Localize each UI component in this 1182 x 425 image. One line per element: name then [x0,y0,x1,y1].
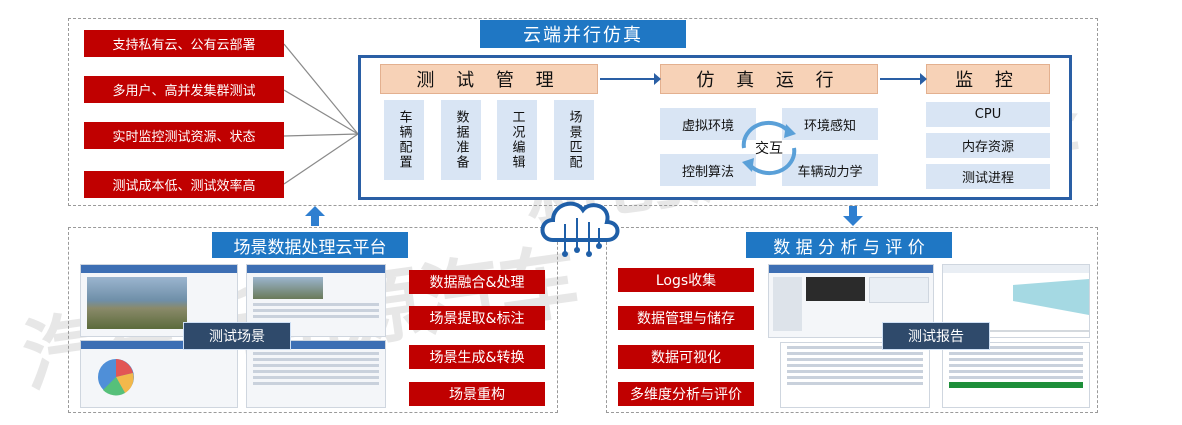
analysis-item: 多维度分析与评价 [618,382,754,406]
interaction-label: 交互 [755,141,783,157]
sim-run-item: 控制算法 [660,154,756,186]
feature-item: 多用户、高并发集群测试 [84,76,284,103]
feature-item: 实时监控测试资源、状态 [84,122,284,149]
arrow-down-icon [843,206,863,226]
report-screenshot [780,342,930,408]
scene-screenshot [80,264,238,337]
test-mgmt-item: 车辆配置 [384,100,424,180]
test-report-label: 测试报告 [882,322,990,350]
analysis-item: Logs收集 [618,268,754,292]
sim-run-item: 环境感知 [782,108,878,140]
scene-screenshot [80,340,238,408]
feature-connectors [284,43,359,185]
arrow-right-icon [600,73,661,85]
test-scene-label: 测试场景 [183,322,291,350]
test-mgmt-header: 测 试 管 理 [380,64,598,94]
arrow-right-icon [880,73,927,85]
monitor-item: CPU [926,102,1050,127]
test-mgmt-item: 场景匹配 [554,100,594,180]
data-analysis-title: 数 据 分 析 与 评 价 [746,232,952,258]
cloud-sim-title: 云端并行仿真 [480,20,686,48]
scene-data-item: 场景提取&标注 [409,306,545,330]
cloud-sim-panel [68,18,1098,206]
test-mgmt-item: 数据准备 [441,100,481,180]
scene-data-item: 数据融合&处理 [409,270,545,294]
scene-data-item: 场景生成&转换 [409,345,545,369]
scene-data-panel [68,227,558,413]
sim-run-item: 虚拟环境 [660,108,756,140]
cycle-icon [741,120,797,176]
data-analysis-panel [606,227,1098,413]
feature-item: 支持私有云、公有云部署 [84,30,284,57]
scene-data-title: 场景数据处理云平台 [212,232,408,258]
scene-data-item: 场景重构 [409,382,545,406]
cloud-network-icon [540,201,620,257]
monitor-item: 内存资源 [926,133,1050,158]
monitor-header: 监 控 [926,64,1050,94]
scene-screenshot [246,340,386,408]
scene-screenshot [246,264,386,337]
sim-run-header: 仿 真 运 行 [660,64,878,94]
analysis-item: 数据管理与储存 [618,306,754,330]
monitor-item: 测试进程 [926,164,1050,189]
test-mgmt-item: 工况编辑 [497,100,537,180]
sim-run-item: 车辆动力学 [782,154,878,186]
analysis-item: 数据可视化 [618,345,754,369]
report-screenshot [942,342,1090,408]
arrow-up-icon [305,206,325,226]
feature-item: 测试成本低、测试效率高 [84,171,284,198]
